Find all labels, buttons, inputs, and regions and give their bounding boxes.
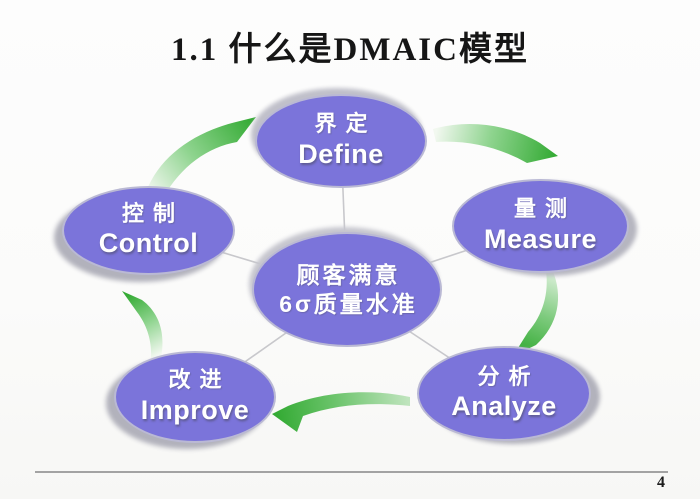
node-define: 界定 Define (255, 94, 427, 188)
footer-divider (35, 471, 668, 473)
node-control-label-zh: 控制 (121, 200, 184, 226)
node-control-label-en: Control (98, 228, 199, 259)
node-measure: 量测 Measure (452, 179, 629, 273)
node-goal-hub: 顾客满意 6σ质量水准 (252, 232, 442, 347)
goal-line-2: 6σ质量水准 (279, 290, 418, 317)
goal-line-1: 顾客满意 (296, 261, 401, 288)
slide-title: 1.1 什么是DMAIC模型 (171, 32, 529, 68)
node-control: 控制 Control (62, 186, 235, 275)
node-improve: 改进 Improve (114, 351, 276, 443)
node-measure-label-zh: 量测 (513, 196, 576, 222)
arrow-improve-to-control (122, 291, 163, 358)
node-analyze: 分析 Analyze (417, 346, 591, 441)
arrow-measure-to-analyze (513, 269, 559, 356)
arrow-analyze-to-improve (272, 392, 410, 432)
node-analyze-label-zh: 分析 (477, 363, 540, 389)
node-analyze-label-en: Analyze (451, 391, 557, 422)
page-number: 4 (657, 474, 665, 491)
arrow-define-to-measure (433, 123, 558, 163)
arrow-control-to-define (146, 117, 256, 198)
node-improve-label-en: Improve (140, 394, 250, 425)
node-measure-label-en: Measure (483, 223, 598, 254)
node-define-label-zh: 界定 (314, 111, 377, 137)
node-improve-label-zh: 改进 (168, 367, 231, 393)
node-define-label-en: Define (298, 138, 384, 169)
